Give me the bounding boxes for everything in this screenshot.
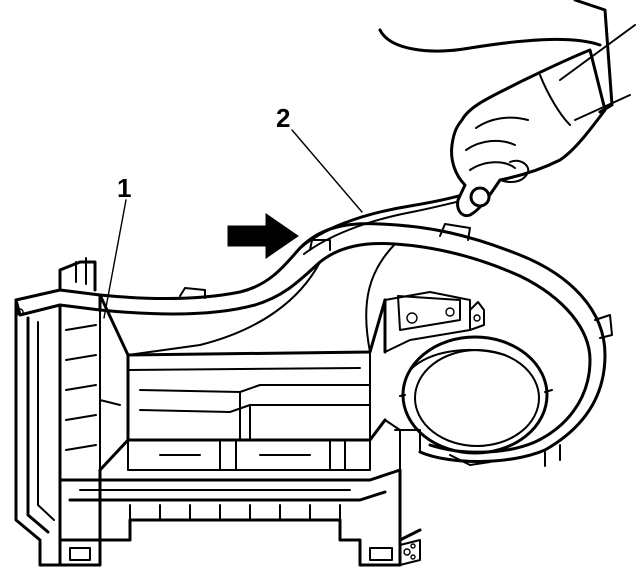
- blower-scroll-shell: [98, 222, 613, 471]
- housing-cavity: [126, 298, 387, 471]
- right-arrow-icon: [227, 213, 299, 259]
- housing-base: [14, 288, 422, 567]
- callout-2-label: 2: [276, 103, 290, 133]
- callout-2-leader: [291, 129, 363, 213]
- housing-left-end: [16, 257, 130, 472]
- callout-1-leader: [103, 199, 127, 319]
- technician-hand: [378, 0, 636, 218]
- blower-opening: [399, 335, 553, 455]
- callout-1-label: 1: [117, 173, 131, 203]
